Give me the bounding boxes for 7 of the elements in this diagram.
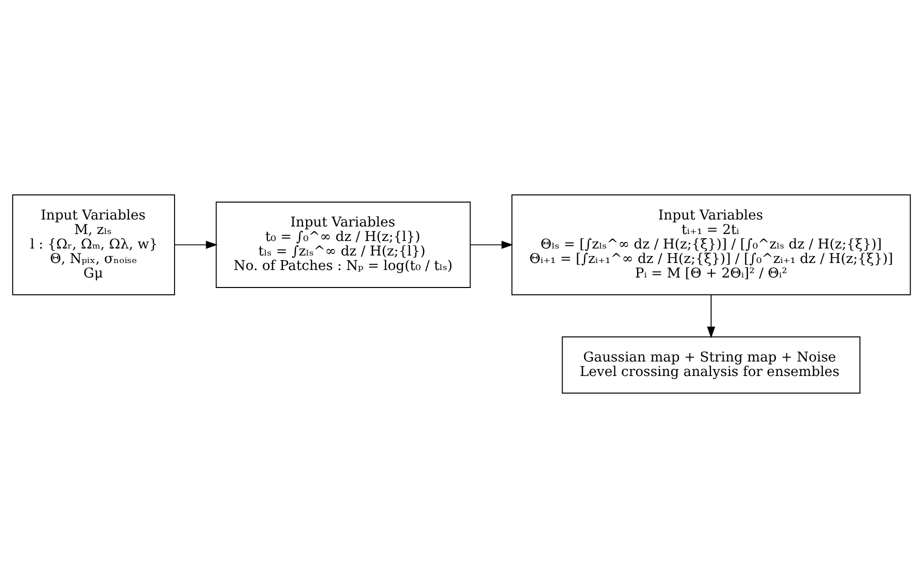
node-box: Input Variables t₀ = ∫₀^∞ dz / H(z;{l}) tₗₛ = ∫zₗₛ^∞ dz / H(z;{l}) No. of Patches : Nₚ = log(t₀ / tₗₛ) — [216, 201, 471, 288]
arrow — [470, 240, 514, 248]
node-box: Input Variables tᵢ₊₁ = 2tᵢ Θₗₛ = [∫zₗₛ^∞ dz / H(z;{ξ})] / [∫₀^zₗₛ dz / H(z;{ξ})] Θᵢ₊₁ = [∫zᵢ₊₁^∞ dz / H(z;{ξ})] / [∫₀^zᵢ₊₁ dz / H(z;{ξ})] Pᵢ = M [Θ + 2Θᵢ]² / Θᵢ² — [511, 194, 911, 295]
arrow — [707, 294, 716, 338]
node-box: Gaussian map + String map + Noise Level crossing analysis for ensembles — [562, 336, 860, 394]
node-box: Input Variables M, zₗₛ l : {Ωᵣ, Ωₘ, Ωλ, w} Θ, Nₚᵢₓ, σₙₒᵢₛₑ Gμ — [12, 194, 176, 295]
arrow — [174, 240, 218, 248]
